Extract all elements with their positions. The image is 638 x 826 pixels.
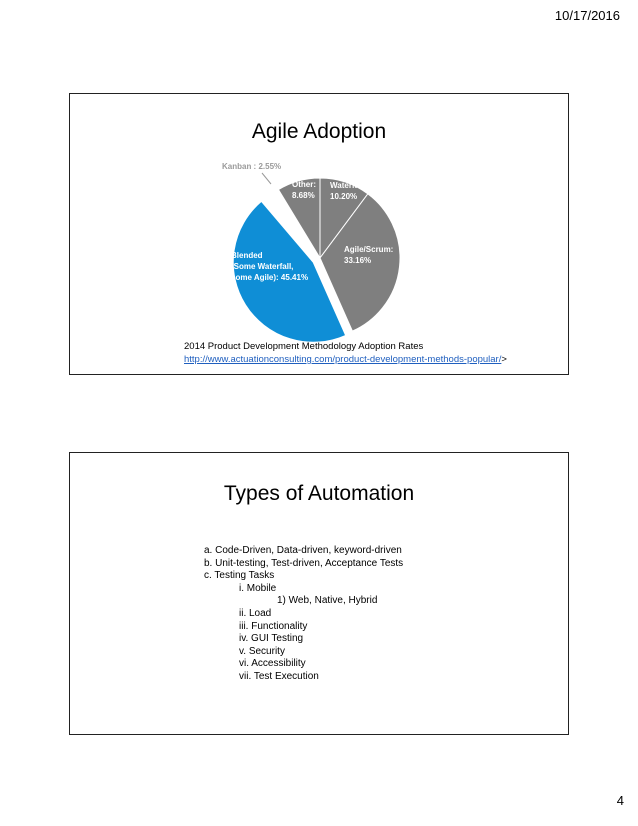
list-item: i. Mobile bbox=[239, 582, 277, 594]
slide-caption: 2014 Product Development Methodology Ado… bbox=[184, 340, 507, 366]
list-item: vii. Test Execution bbox=[239, 670, 319, 682]
pie-slice-other bbox=[277, 177, 321, 260]
pie-slice-agile-scrum bbox=[319, 193, 401, 332]
data-label-blended: Blended(Some Waterfall,some Agile): 45.4… bbox=[231, 251, 308, 282]
data-label-waterfall: Waterfall:10.20% bbox=[330, 181, 366, 201]
list-item: b. Unit-testing, Test-driven, Acceptance… bbox=[204, 557, 404, 569]
kanban-leader-line bbox=[261, 172, 272, 185]
automation-list: a. Code-Driven, Data-driven, keyword-dri… bbox=[204, 545, 403, 684]
header-date: 10/17/2016 bbox=[554, 8, 620, 23]
slide-types-of-automation: Types of Automation a. Code-Driven, Data… bbox=[69, 452, 569, 735]
slide-title: Agile Adoption bbox=[251, 120, 387, 143]
data-label-other: Other:8.68% bbox=[292, 180, 316, 200]
page-number: 4 bbox=[616, 793, 624, 808]
caption-suffix: > bbox=[501, 354, 507, 365]
list-item: vi. Accessibility bbox=[239, 658, 306, 670]
list-item: a. Code-Driven, Data-driven, keyword-dri… bbox=[204, 545, 402, 556]
pie-chart: Waterfall:10.20% Agile/Scrum:33.16% Blende… bbox=[222, 162, 401, 343]
caption-text: 2014 Product Development Methodology Ado… bbox=[184, 341, 424, 352]
list-item: ii. Load bbox=[239, 607, 272, 619]
list-item: iii. Functionality bbox=[239, 620, 308, 632]
list-item: v. Security bbox=[239, 645, 285, 657]
list-item: iv. GUI Testing bbox=[239, 633, 304, 645]
list-item: 1) Web, Native, Hybrid bbox=[277, 595, 378, 607]
caption-link-line: http://www.actuationconsulting.com/produ… bbox=[184, 353, 507, 366]
pie-slice-blended bbox=[232, 200, 347, 343]
slide-agile-adoption: Agile Adoption Waterfall:10.20% Agile/Scr… bbox=[69, 93, 569, 375]
data-label-agile-scrum: Agile/Scrum:33.16% bbox=[344, 245, 393, 265]
list-item: c. Testing Tasks bbox=[204, 570, 275, 582]
slide-title: Types of Automation bbox=[223, 482, 415, 505]
source-link[interactable]: http://www.actuationconsulting.com/produ… bbox=[184, 354, 502, 365]
data-label-kanban: Kanban : 2.55% bbox=[222, 162, 281, 171]
